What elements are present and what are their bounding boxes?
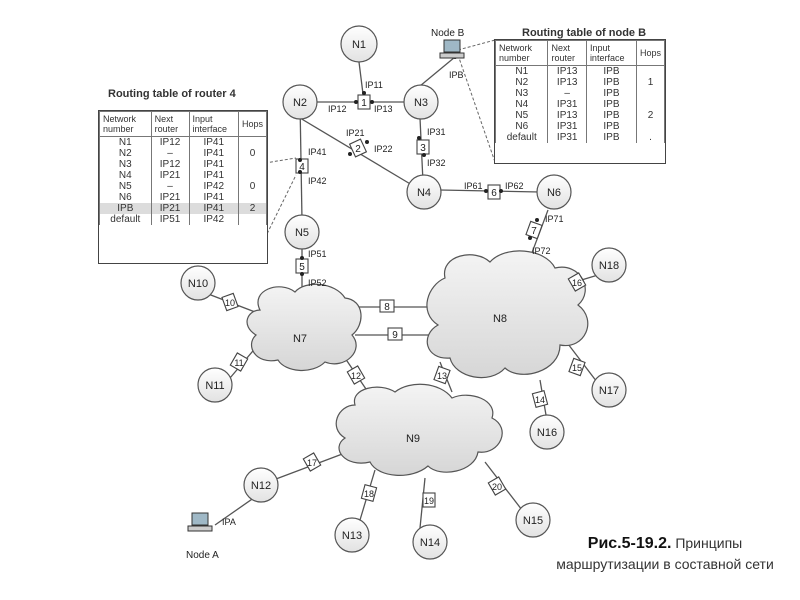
col-next-router: Next router [150, 111, 190, 137]
net-n11: N11 [205, 380, 224, 392]
router-3: 3 [420, 143, 426, 154]
router-14: 14 [535, 395, 545, 405]
node-b-label: Node B [431, 28, 465, 39]
col-input-interface: Input interface [585, 40, 637, 66]
table-row: N3–IPB [494, 88, 666, 99]
table-4-title: Routing table of router 4 [108, 88, 236, 100]
if-ip11: IP11 [365, 80, 383, 90]
if-ip32: IP32 [427, 158, 446, 168]
router-1: 1 [361, 98, 367, 109]
col-next-router: Next router [547, 40, 587, 66]
routing-table-router-4: Network number Next router Input interfa… [98, 110, 268, 264]
router-numbers: 1 2 3 4 5 6 7 8 9 10 11 12 13 16 15 14 1… [225, 98, 582, 506]
col-hops: Hops [635, 40, 666, 66]
net-n12: N12 [251, 480, 271, 492]
net-n3: N3 [414, 97, 428, 109]
node-a-label: Node A [186, 550, 219, 561]
col-input-interface: Input interface [188, 111, 239, 137]
net-n1: N1 [352, 39, 366, 51]
if-ip12: IP12 [328, 104, 347, 114]
network-labels: N1 N2 N3 N4 N6 N5 N10 N11 N7 N8 N9 N18 N… [188, 39, 619, 549]
router-5: 5 [299, 262, 305, 273]
router-10: 10 [225, 298, 235, 308]
routing-table-node-b: Network number Next router Input interfa… [494, 39, 666, 164]
router-7: 7 [531, 226, 537, 237]
if-ip21: IP21 [346, 128, 365, 138]
net-n2: N2 [293, 97, 307, 109]
if-ip41: IP41 [308, 147, 327, 157]
if-ip72: IP72 [532, 246, 551, 256]
net-n15: N15 [523, 515, 543, 527]
if-ip31: IP31 [427, 127, 446, 137]
col-hops: Hops [237, 111, 268, 137]
net-n9: N9 [406, 433, 420, 445]
routers [221, 94, 587, 508]
router-17: 17 [307, 458, 317, 468]
caption-figure-number: Рис.5-19.2. [587, 535, 672, 552]
router-19: 19 [424, 496, 434, 506]
if-ip52: IP52 [308, 278, 327, 288]
cloud-n7 [246, 283, 362, 371]
net-n4: N4 [417, 187, 431, 199]
dashed-links [264, 39, 496, 239]
interface-labels: IP11 IP12 IP13 IP21 IP22 IP31 IP32 IP41 … [222, 70, 564, 527]
if-ip51: IP51 [308, 249, 327, 259]
computer-icon-node-a [187, 512, 213, 532]
caption-text: Принципы маршрутизации в составной сети [556, 535, 774, 572]
net-n7: N7 [293, 333, 307, 345]
net-n14: N14 [420, 537, 440, 549]
router-8: 8 [384, 302, 390, 313]
net-n6: N6 [547, 187, 561, 199]
col-network: Network number [494, 40, 549, 66]
if-ipb: IPB [449, 70, 464, 80]
table-b-title: Routing table of node B [522, 27, 647, 39]
router-9: 9 [392, 330, 398, 341]
cloud-n9 [335, 383, 503, 476]
router-16: 16 [572, 278, 582, 288]
net-n8: N8 [493, 313, 507, 325]
net-n5: N5 [295, 227, 309, 239]
if-ip42: IP42 [308, 176, 327, 186]
if-ipa: IPA [222, 517, 236, 527]
if-ip62: IP62 [505, 181, 524, 191]
router-2: 2 [355, 144, 361, 155]
net-n17: N17 [599, 385, 619, 397]
if-ip61: IP61 [464, 181, 483, 191]
router-13: 13 [437, 371, 447, 381]
router-11: 11 [234, 358, 243, 368]
router-18: 18 [364, 489, 374, 499]
if-ip22: IP22 [374, 144, 393, 154]
net-n13: N13 [342, 530, 362, 542]
cloud-n8 [426, 250, 589, 379]
net-n18: N18 [599, 260, 619, 272]
router-4: 4 [299, 162, 305, 173]
net-n10: N10 [188, 278, 208, 290]
router-12: 12 [351, 371, 361, 381]
network-nodes [180, 25, 627, 560]
computer-icon-node-b [439, 39, 465, 59]
figure-caption: Рис.5-19.2. Принципы маршрутизации в сос… [540, 533, 790, 574]
if-ip71: IP71 [545, 214, 564, 224]
col-network: Network number [99, 111, 152, 137]
if-ip13: IP13 [374, 104, 393, 114]
router-20: 20 [492, 482, 502, 492]
router-6: 6 [491, 188, 497, 199]
net-n16: N16 [537, 427, 557, 439]
router-15: 15 [572, 363, 582, 373]
